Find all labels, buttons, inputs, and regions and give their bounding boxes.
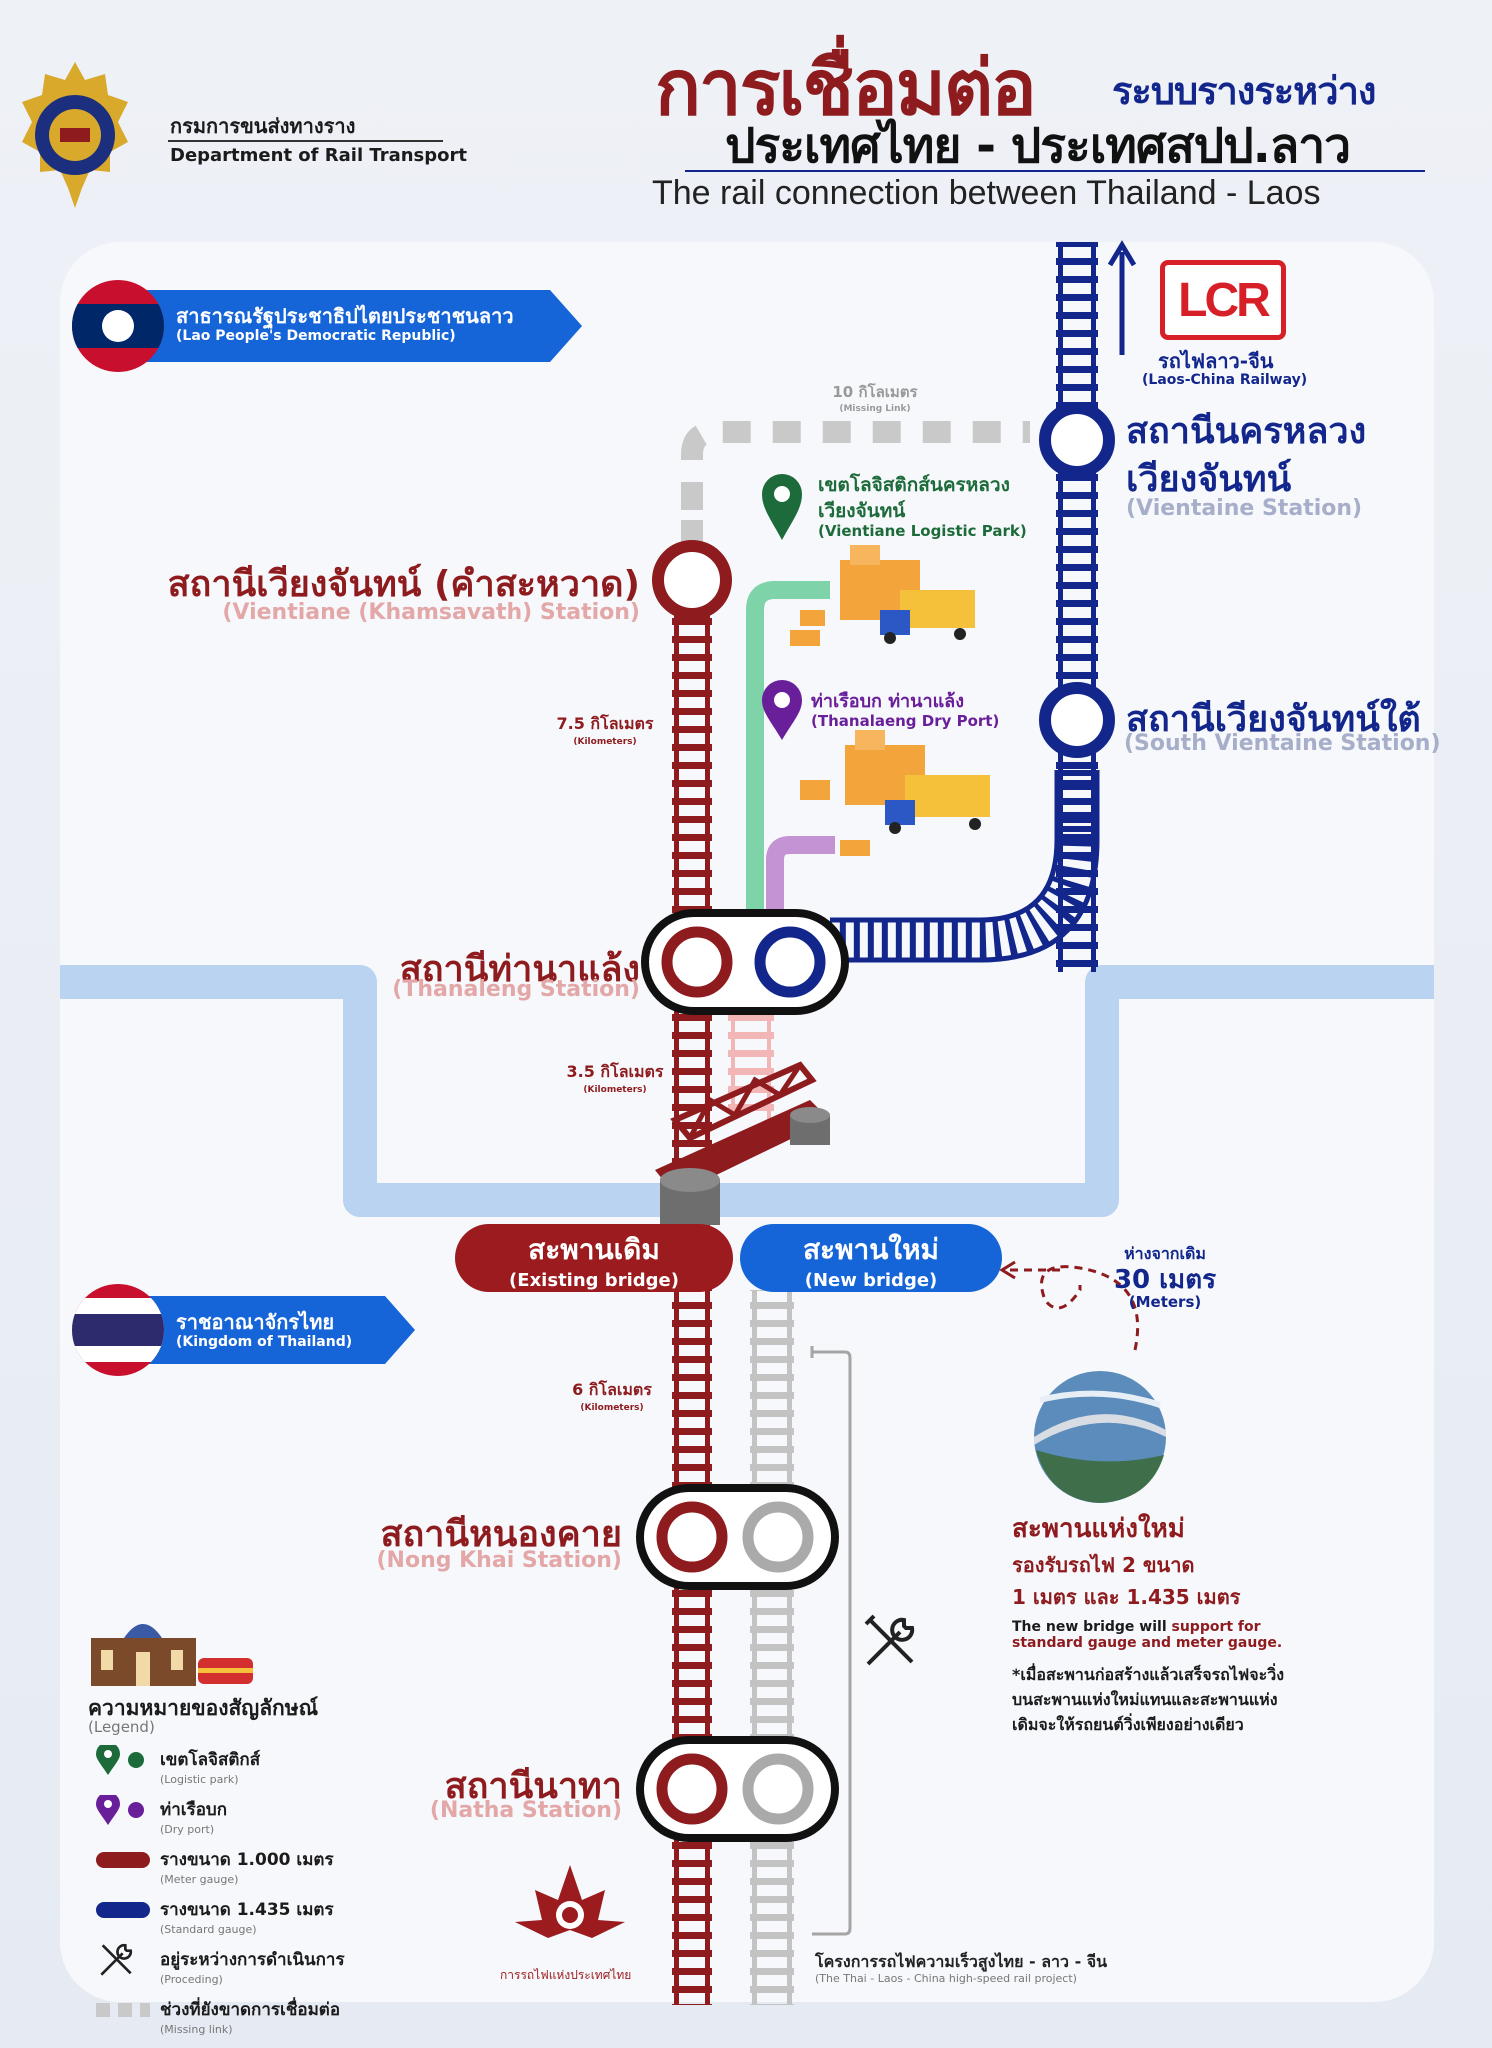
laos-name-en: (Lao People's Democratic Republic) [176, 328, 456, 344]
vientiane-station-en: (Vientaine Station) [1126, 496, 1363, 521]
legend-item-missing-link: ช่วงที่ยังขาดการเชื่อมต่อ(Missing link) [96, 1996, 345, 2036]
org-name-th: กรมการขนส่งทางราง [170, 114, 356, 138]
legend-item-meter-gauge: รางขนาด 1.000 เมตร(Meter gauge) [96, 1846, 345, 1886]
legend-title-en: (Legend) [88, 1718, 155, 1736]
khamsavath-station-name: สถานีเวียงจันทน์ (คำสะหวาด) [167, 564, 640, 605]
dryport-link [766, 836, 835, 915]
legend-item-logistic: เขตโลจิสติกส์(Logistic park) [96, 1745, 345, 1786]
lcr-label-en: (Laos-China Railway) [1142, 372, 1308, 388]
legend-item-dryport: ท่าเรือบก(Dry port) [96, 1795, 345, 1836]
org-name-en: Department of Rail Transport [170, 145, 467, 166]
station-building-icon [86, 1610, 256, 1694]
logistic-pin-icon [762, 472, 802, 546]
south-vientiane-station-marker [1039, 682, 1115, 758]
title-red: การเชื่อมต่อ [655, 43, 1037, 132]
legend-item-proceeding: อยู่ระหว่างการดำเนินการ(Proceding) [96, 1943, 345, 1986]
project-en: (The Thai - Laos - China high-speed rail… [815, 1972, 1077, 1985]
vientiane-station-marker [1039, 402, 1115, 478]
logistic-park-name: เขตโลจิสติกส์นครหลวง [818, 474, 1010, 496]
new-bridge-label: สะพานใหม่ (New bridge) [740, 1224, 1002, 1292]
dryport-pin-icon [762, 680, 802, 746]
distance-6km: 6 กิโลเมตร (Kilometers) [572, 1380, 652, 1413]
srt-label: การรถไฟแห่งประเทศไทย [500, 1968, 632, 1982]
bridge-illustration [655, 1061, 830, 1225]
nongkhai-station-name: สถานีหนองคาย [380, 1514, 622, 1555]
logistic-park-name-2: เวียงจันทน์ [818, 500, 906, 522]
title-underline [685, 170, 1425, 172]
south-vientiane-station-name: สถานีเวียงจันทน์ใต้ [1126, 699, 1421, 740]
dryport-en: (Thanalaeng Dry Port) [811, 712, 1000, 730]
thai-name-th: ราชอาณาจักรไทย [176, 1310, 335, 1334]
logistic-park-en: (Vientiane Logistic Park) [818, 522, 1027, 540]
title-blue: ระบบรางระหว่าง [1112, 69, 1376, 113]
missing-link-line [681, 421, 1030, 560]
title-en: The rail connection between Thailand - L… [652, 174, 1321, 212]
lcr-label-th: รถไฟลาว-จีน [1158, 349, 1274, 373]
new-bridge-photo [1034, 1371, 1166, 1503]
existing-bridge-label: สะพานเดิม (Existing bridge) [455, 1224, 733, 1292]
natha-station-en: (Natha Station) [429, 1798, 622, 1823]
drt-logo [20, 60, 130, 220]
lcr-logo: LCR [1160, 260, 1286, 340]
legend-tools-icon [100, 1943, 133, 1976]
new-track [750, 1290, 794, 2005]
khamsavath-station-en: (Vientiane (Khamsavath) Station) [222, 600, 640, 625]
dry-port-illustration [800, 730, 990, 856]
vientiane-station-name-2: เวียงจันทน์ [1126, 459, 1292, 500]
natha-station-name: สถานีนาทา [444, 1766, 622, 1807]
laos-name-th: สาธารณรัฐประชาธิปไตยประชาชนลาว [176, 304, 514, 328]
legend-title: ความหมายของสัญลักษณ์ [88, 1696, 319, 1720]
khamsavath-station-marker [652, 540, 732, 620]
new-bridge-info: สะพานแห่งใหม่ รองรับรถไฟ 2 ขนาด 1 เมตร แ… [1012, 1514, 1284, 1734]
legend: เขตโลจิสติกส์(Logistic park) ท่าเรือบก(D… [96, 1745, 345, 2046]
tools-icon [860, 1612, 920, 1676]
title-line2: ประเทศไทย - ประเทศสปป.ลาว [725, 118, 1351, 174]
laos-banner: สาธารณรัฐประชาธิปไตยประชาชนลาว (Lao Peop… [70, 278, 582, 374]
project-name: โครงการรถไฟความเร็วสูงไทย - ลาว - จีน [815, 1952, 1108, 1971]
thai-name-en: (Kingdom of Thailand) [176, 1334, 353, 1350]
thailand-banner: ราชอาณาจักรไทย (Kingdom of Thailand) [70, 1282, 415, 1378]
distance-7-5km: 7.5 กิโลเมตร (Kilometers) [556, 714, 654, 747]
srt-logo [510, 1860, 630, 1974]
dryport-name: ท่าเรือบก ท่านาแล้ง [811, 691, 964, 712]
bridge-offset: ห่างจากเดิม 30 เมตร (Meters) [1113, 1244, 1217, 1311]
org-divider [168, 140, 443, 142]
vientiane-station-name: สถานีนครหลวง [1126, 411, 1367, 452]
thanaleng-station-name: สถานีท่านาแล้ง [399, 949, 640, 990]
distance-3-5km: 3.5 กิโลเมตร (Kilometers) [566, 1062, 664, 1095]
nongkhai-station-en: (Nong Khai Station) [376, 1548, 622, 1573]
south-vientiane-station-en: (South Vientaine Station) [1124, 731, 1441, 756]
logistic-park-illustration [790, 545, 975, 646]
legend-item-standard-gauge: รางขนาด 1.435 เมตร(Standard gauge) [96, 1896, 345, 1936]
logistic-link [746, 581, 830, 915]
missing-link-label: 10 กิโลเมตร (Missing Link) [832, 383, 918, 414]
thanaleng-station-en: (Thanaleng Station) [392, 977, 640, 1002]
